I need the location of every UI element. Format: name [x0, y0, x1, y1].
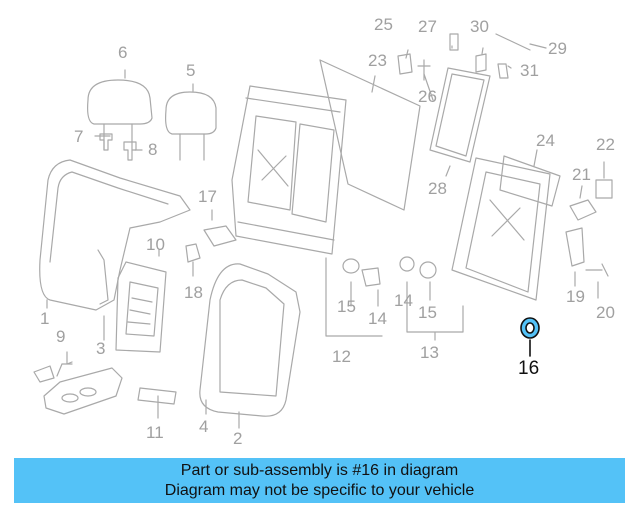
callout-20: 20: [596, 303, 615, 322]
clip-25-shape: [397, 53, 413, 75]
callout-1: 1: [40, 309, 50, 328]
clip-31-shape: [497, 63, 509, 79]
callout-22: 22: [596, 135, 615, 154]
callout-30: 30: [470, 17, 489, 36]
bushing-15-right-shape: [419, 261, 437, 279]
parts-diagram: [33, 33, 613, 429]
seatback-cover-1-shape: [39, 159, 191, 311]
callout-5: 5: [186, 61, 196, 80]
callout-14-right: 14: [394, 291, 413, 310]
seatback-frame-12-shape: [231, 85, 347, 255]
guide-7-shape: [99, 133, 113, 151]
callout-27: 27: [418, 17, 437, 36]
seatback-cover-2-shape: [199, 263, 301, 417]
callout-23: 23: [368, 51, 387, 70]
bushing-15-left-shape: [342, 258, 360, 274]
latch-21-shape: [569, 199, 597, 221]
callout-14-left: 14: [368, 309, 387, 328]
bolt-14-left-shape: [361, 267, 381, 287]
grommet-16-shape: [520, 317, 540, 357]
callout-15-left: 15: [337, 297, 356, 316]
panel-24-shape: [499, 155, 561, 207]
strip-29-shape: [495, 33, 531, 51]
callout-11: 11: [146, 423, 164, 442]
armrest-9-shape: [43, 367, 123, 415]
bracket-17-shape: [203, 225, 237, 247]
callout-16: 16: [518, 358, 540, 379]
info-banner: Part or sub-assembly is #16 in diagram D…: [14, 458, 625, 503]
button-22-shape: [595, 179, 613, 199]
callout-4: 4: [199, 417, 209, 436]
bolt-20-shape: [585, 263, 609, 277]
callout-13: 13: [420, 343, 439, 362]
callout-8: 8: [148, 140, 158, 159]
headrest-6-shape: [87, 79, 153, 151]
bolt-26-shape: [417, 59, 431, 81]
clip-27-shape: [449, 33, 459, 51]
callout-29: 29: [548, 39, 567, 58]
callout-15-right: 15: [418, 303, 437, 322]
callout-26: 26: [418, 87, 437, 106]
callout-17: 17: [198, 187, 217, 206]
bracket-19-shape: [565, 227, 585, 267]
callout-3: 3: [96, 339, 106, 358]
callout-19: 19: [566, 287, 585, 306]
armrest-frame-10-shape: [115, 261, 167, 353]
callout-31: 31: [520, 61, 539, 80]
mat-28-shape: [429, 67, 491, 163]
banner-line-2: Diagram may not be specific to your vehi…: [164, 482, 475, 499]
callout-12: 12: [332, 347, 351, 366]
guide-8-shape: [123, 141, 137, 161]
callout-18: 18: [184, 283, 203, 302]
callout-28: 28: [428, 179, 447, 198]
bushing-14-right-shape: [399, 256, 415, 272]
callout-6: 6: [118, 43, 128, 62]
callout-25: 25: [374, 15, 393, 34]
bracket-18-shape: [185, 243, 201, 263]
callout-10: 10: [146, 235, 165, 254]
banner-line-1: Part or sub-assembly is #16 in diagram: [180, 462, 459, 479]
headrest-5-shape: [165, 91, 217, 161]
callout-21: 21: [572, 165, 591, 184]
callout-9: 9: [56, 327, 66, 346]
panel-11-shape: [137, 387, 177, 405]
callout-2: 2: [233, 429, 243, 448]
clip-30-shape: [475, 53, 487, 73]
seatback-frame-13-shape: [451, 157, 551, 301]
callout-7: 7: [74, 127, 84, 146]
panel-23-shape: [319, 59, 421, 211]
callout-24: 24: [536, 131, 555, 150]
